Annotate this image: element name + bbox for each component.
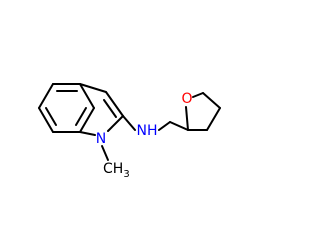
double-bond-inner xyxy=(103,99,117,118)
bond xyxy=(206,107,221,131)
methyl-label: CH3 xyxy=(103,161,130,180)
linker-chain xyxy=(122,115,189,131)
bond xyxy=(38,83,54,109)
nh-amine-label: NH xyxy=(137,123,158,139)
thf-ring xyxy=(185,92,221,131)
bond xyxy=(202,92,221,109)
o-atom-label: O xyxy=(181,91,192,107)
bond xyxy=(122,115,136,131)
bond xyxy=(105,91,124,117)
bond xyxy=(79,107,95,133)
n-methyl-bond xyxy=(101,145,109,161)
bond xyxy=(169,121,189,131)
pyrrole-ring xyxy=(79,83,124,136)
bond xyxy=(79,83,107,93)
bond xyxy=(192,92,204,98)
bond xyxy=(79,131,96,136)
double-bond-inner xyxy=(45,107,57,126)
bond xyxy=(79,83,95,109)
double-bond-inner xyxy=(75,107,87,126)
bond xyxy=(185,106,189,131)
molecule-structure: N CH3 NH O xyxy=(38,83,221,180)
n-atom-label: N xyxy=(96,131,106,147)
bond xyxy=(38,107,54,133)
bond xyxy=(158,121,171,131)
benzene-ring xyxy=(38,83,95,133)
bond xyxy=(107,115,124,132)
